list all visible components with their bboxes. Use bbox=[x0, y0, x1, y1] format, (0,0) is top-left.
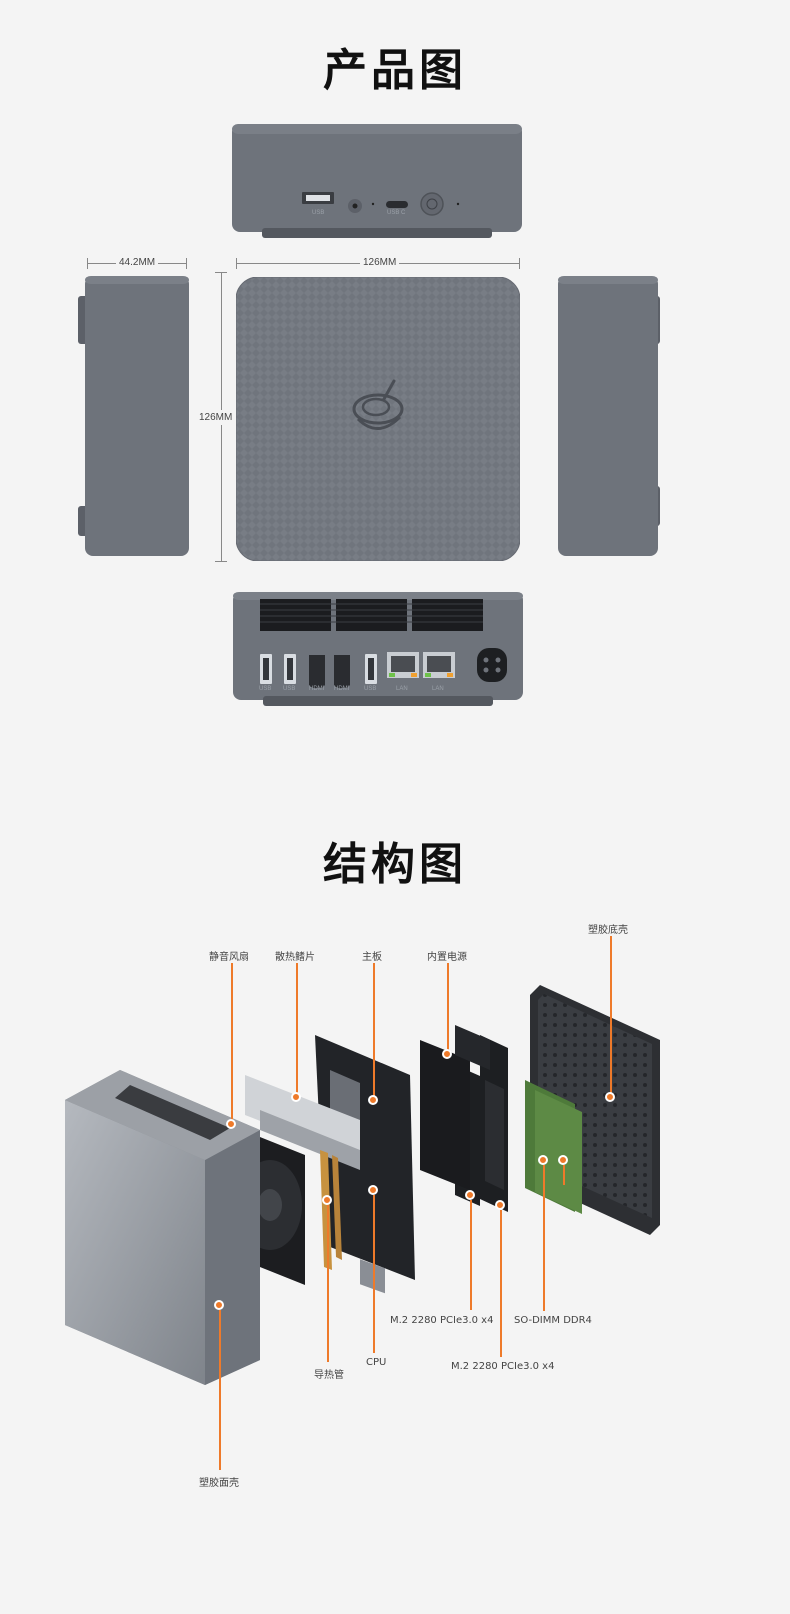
product-section-title: 产品图 bbox=[323, 45, 467, 96]
rear-port-label-hdmi-1: HDMI bbox=[309, 686, 325, 692]
rear-port-label-hdmi-2: HDMI bbox=[334, 686, 350, 692]
callout-fan: 静音风扇 bbox=[209, 952, 249, 963]
device-left-side-view bbox=[78, 276, 190, 558]
front-port-label-usbc: USB C bbox=[387, 210, 406, 216]
rear-port-label-usb-3: USB bbox=[364, 686, 377, 692]
callout-bottom-shell: 塑胶底壳 bbox=[588, 925, 628, 936]
rear-port-label-lan-1: LAN bbox=[396, 686, 408, 692]
callout-ssd-2: M.2 2280 PCIe3.0 x4 bbox=[451, 1361, 555, 1372]
callout-heatpipe: 导热管 bbox=[314, 1370, 344, 1381]
callout-psu: 内置电源 bbox=[427, 952, 467, 963]
device-right-side-view bbox=[558, 276, 668, 558]
rear-port-label-usb-1: USB bbox=[259, 686, 272, 692]
width-dimension: 126MM bbox=[360, 257, 400, 268]
front-port-label-usb: USB bbox=[312, 210, 325, 216]
callout-front-shell: 塑胶面壳 bbox=[199, 1478, 239, 1489]
callout-heatsink: 散热鳍片 bbox=[275, 952, 315, 963]
device-top-view bbox=[236, 277, 520, 561]
callout-ram: SO-DIMM DDR4 bbox=[514, 1315, 592, 1326]
callout-cpu: CPU bbox=[366, 1357, 387, 1368]
callout-ssd-1: M.2 2280 PCIe3.0 x4 bbox=[390, 1315, 494, 1326]
structure-section-title: 结构图 bbox=[323, 839, 467, 890]
device-rear-view: USB USB HDMI HDMI USB LAN LAN bbox=[233, 592, 523, 708]
device-front-view: USB USB C bbox=[232, 124, 522, 240]
height-dimension: 126MM bbox=[199, 410, 233, 425]
rear-port-label-usb-2: USB bbox=[283, 686, 296, 692]
rear-port-label-lan-2: LAN bbox=[432, 686, 444, 692]
brand-logo-icon bbox=[352, 379, 404, 430]
depth-dimension: 44.2MM bbox=[116, 257, 159, 268]
callout-motherboard: 主板 bbox=[362, 952, 382, 963]
exploded-view-illustration bbox=[60, 980, 700, 1400]
